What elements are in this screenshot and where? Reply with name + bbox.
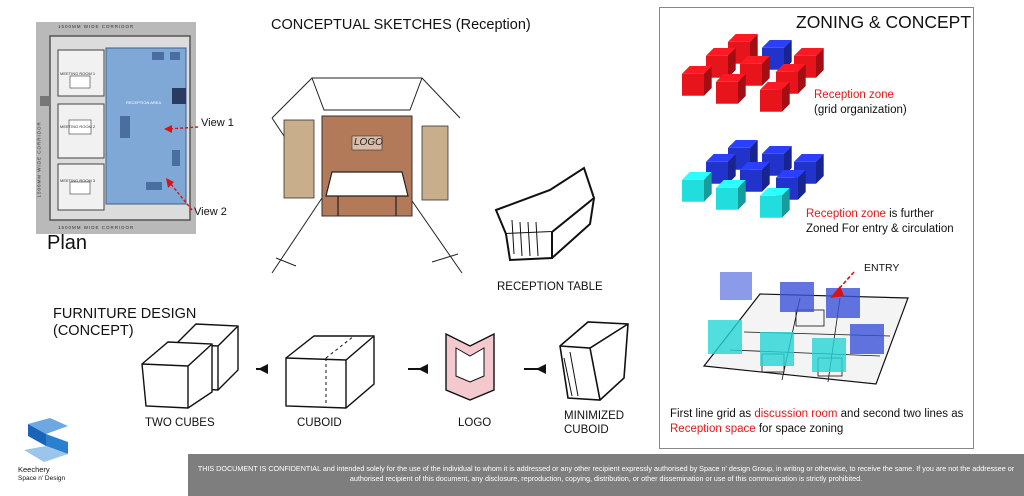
cuboid-label: CUBOID — [297, 417, 342, 429]
reception-sketch — [271, 77, 463, 274]
zoning-block1-rest: (grid organization) — [814, 104, 907, 116]
minimized-cuboid-label: MINIMIZED CUBOID — [564, 409, 624, 437]
red-cube-grid — [682, 34, 824, 112]
conceptual-sketches-title: CONCEPTUAL SKETCHES (Reception) — [271, 17, 531, 33]
two-cubes-label: TWO CUBES — [145, 417, 215, 429]
company-name: Keechery — [18, 465, 50, 474]
zoning-block2-mid: is further — [885, 208, 934, 220]
meeting-room-1-label: MEETING ROOM 1 — [60, 71, 96, 76]
zoning-block3-text: First line grid as discussion room and s… — [670, 407, 970, 437]
zone-cube — [760, 188, 790, 218]
confidentiality-footer: THIS DOCUMENT IS CONFIDENTIAL and intend… — [188, 454, 1024, 496]
zoning-block3-red1: discussion room — [754, 408, 838, 420]
furniture-title-line2: (CONCEPT) — [53, 323, 134, 339]
meeting-room-3-label: MEETING ROOM 3 — [60, 178, 96, 183]
zoning-block3-c: for space zoning — [755, 423, 844, 435]
reception-area-label: RECEPTION AREA — [126, 100, 162, 105]
red-zone-cube — [716, 74, 746, 104]
zoning-block1-text: Reception zone (grid organization) — [814, 88, 907, 118]
reception-table-label: RECEPTION TABLE — [497, 281, 603, 293]
zoning-floor-diagram — [702, 271, 909, 385]
sketch-logo-text: LOGO — [354, 137, 383, 148]
zoning-block3-b: and second two lines as — [837, 408, 964, 420]
meeting-room-2-label: MEETING ROOM 2 — [60, 124, 96, 129]
minimized-line1: MINIMIZED — [564, 410, 625, 422]
view-1-label: View 1 — [201, 117, 234, 129]
zone-cube — [682, 172, 712, 202]
minimized-line2: CUBOID — [564, 424, 609, 436]
furniture-title-line1: FURNITURE DESIGN — [53, 306, 197, 322]
corridor-bottom-label: 1500MM WIDE CORRIDOR — [58, 225, 135, 230]
furniture-concept-sketches — [141, 321, 629, 409]
reception-table-sketch — [494, 166, 596, 262]
furniture-design-title: FURNITURE DESIGN (CONCEPT) — [53, 306, 196, 340]
red-zone-cube — [760, 82, 790, 112]
zoning-block2-rest: Zoned For entry & circulation — [806, 223, 954, 235]
zoning-block3-a: First line grid as — [670, 408, 755, 420]
zone-cube — [716, 180, 746, 210]
zoning-block3-red2: Reception space — [670, 423, 756, 435]
company-tagline: Space n' Design — [18, 475, 66, 482]
zoning-block2-text: Reception zone is further Zoned For entr… — [806, 207, 954, 237]
plan-label: Plan — [47, 232, 88, 254]
zoning-block1-red: Reception zone — [814, 89, 894, 101]
corridor-top-label: 1500MM WIDE CORRIDOR — [58, 24, 135, 29]
red-zone-cube — [682, 66, 712, 96]
zoning-title: ZONING & CONCEPT — [796, 12, 972, 32]
zoning-block2-red: Reception zone — [806, 208, 886, 220]
company-logo-icon — [24, 418, 68, 462]
corridor-left-label: 1500MM WIDE CORRIDOR — [36, 121, 42, 198]
logo-shape-label: LOGO — [458, 417, 492, 429]
blue-cyan-cube-grid — [682, 140, 824, 218]
entry-label: ENTRY — [864, 262, 900, 274]
view-arrows — [164, 125, 199, 211]
view-2-label: View 2 — [194, 206, 227, 218]
